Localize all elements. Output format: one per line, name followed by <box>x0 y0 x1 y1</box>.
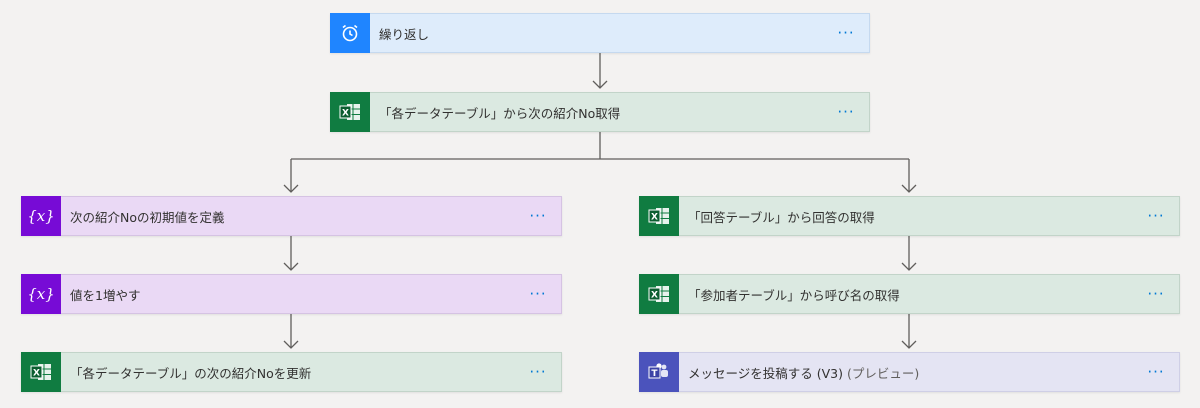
step-get-next-no[interactable]: X 「各データテーブル」から次の紹介No取得 ··· <box>330 92 870 132</box>
more-options-button[interactable]: ··· <box>1147 207 1165 225</box>
svg-text:X: X <box>342 109 349 119</box>
more-options-button[interactable]: ··· <box>529 363 547 381</box>
arrow-head <box>283 340 299 349</box>
step-title: 繰り返し <box>379 26 430 42</box>
step-increment-variable[interactable]: {x} 値を1増やす ··· <box>21 274 562 314</box>
arrow-head <box>901 184 917 193</box>
svg-text:{x}: {x} <box>27 207 55 225</box>
more-options-button[interactable]: ··· <box>529 285 547 303</box>
excel-icon: X <box>21 352 61 392</box>
step-get-answers[interactable]: X 「回答テーブル」から回答の取得 ··· <box>639 196 1180 236</box>
step-title: メッセージを投稿する (V3) (プレビュー) <box>679 363 1139 382</box>
step-title: 「各データテーブル」の次の紹介Noを更新 <box>70 365 312 381</box>
step-init-variable[interactable]: {x} 次の紹介Noの初期値を定義 ··· <box>21 196 562 236</box>
step-title: 「回答テーブル」から回答の取得 <box>688 209 875 225</box>
excel-icon: X <box>639 274 679 314</box>
svg-text:X: X <box>651 213 658 223</box>
more-options-button[interactable]: ··· <box>837 103 855 121</box>
svg-text:X: X <box>651 291 658 301</box>
variable-icon: {x} <box>21 196 61 236</box>
step-get-names[interactable]: X 「参加者テーブル」から呼び名の取得 ··· <box>639 274 1180 314</box>
more-options-button[interactable]: ··· <box>529 207 547 225</box>
step-update-row[interactable]: X 「各データテーブル」の次の紹介Noを更新 ··· <box>21 352 562 392</box>
alarm-clock-icon <box>330 13 370 53</box>
excel-icon: X <box>330 92 370 132</box>
arrow-head <box>901 262 917 271</box>
svg-text:{x}: {x} <box>27 285 55 303</box>
svg-text:X: X <box>33 369 40 379</box>
step-title: 値を1増やす <box>70 287 141 303</box>
arrow-head <box>901 340 917 349</box>
excel-icon: X <box>639 196 679 236</box>
arrow-head <box>592 80 608 89</box>
step-post-message[interactable]: T メッセージを投稿する (V3) (プレビュー) ··· <box>639 352 1180 392</box>
more-options-button[interactable]: ··· <box>837 24 855 42</box>
step-recurrence[interactable]: 繰り返し ··· <box>330 13 870 53</box>
step-title: 次の紹介Noの初期値を定義 <box>70 209 225 225</box>
variable-icon: {x} <box>21 274 61 314</box>
more-options-button[interactable]: ··· <box>1147 363 1165 381</box>
step-title-main: メッセージを投稿する (V3) <box>688 365 843 381</box>
step-title: 「各データテーブル」から次の紹介No取得 <box>379 105 621 121</box>
svg-text:T: T <box>651 369 658 379</box>
arrow-head <box>283 262 299 271</box>
arrow-head <box>283 184 299 193</box>
preview-tag: (プレビュー) <box>846 365 920 381</box>
teams-icon: T <box>639 352 679 392</box>
more-options-button[interactable]: ··· <box>1147 285 1165 303</box>
step-title: 「参加者テーブル」から呼び名の取得 <box>688 287 900 303</box>
